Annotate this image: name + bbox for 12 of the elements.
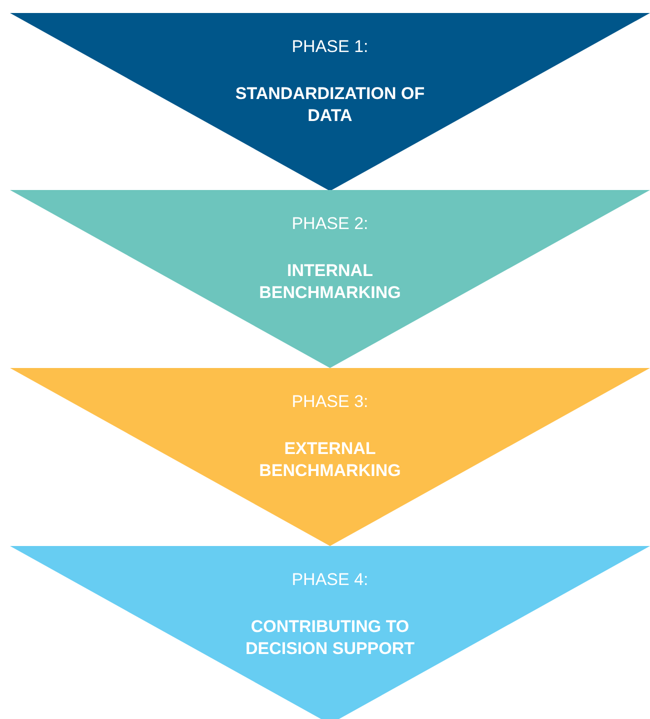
phase-title: INTERNAL BENCHMARKING — [258, 260, 402, 304]
phase-triangle — [10, 368, 650, 546]
phase-title: STANDARDIZATION OF DATA — [234, 83, 426, 127]
phase-number: PHASE 1: — [292, 37, 368, 56]
phase-title: CONTRIBUTING TO DECISION SUPPORT — [244, 616, 416, 660]
phase-number: PHASE 2: — [292, 214, 368, 233]
phase-number: PHASE 4: — [292, 570, 368, 589]
phase-number: PHASE 3: — [292, 392, 368, 411]
phase-triangle — [10, 546, 650, 719]
phase-triangle — [10, 190, 650, 368]
phase-triangle — [10, 13, 650, 191]
phase-title: EXTERNAL BENCHMARKING — [258, 438, 402, 482]
